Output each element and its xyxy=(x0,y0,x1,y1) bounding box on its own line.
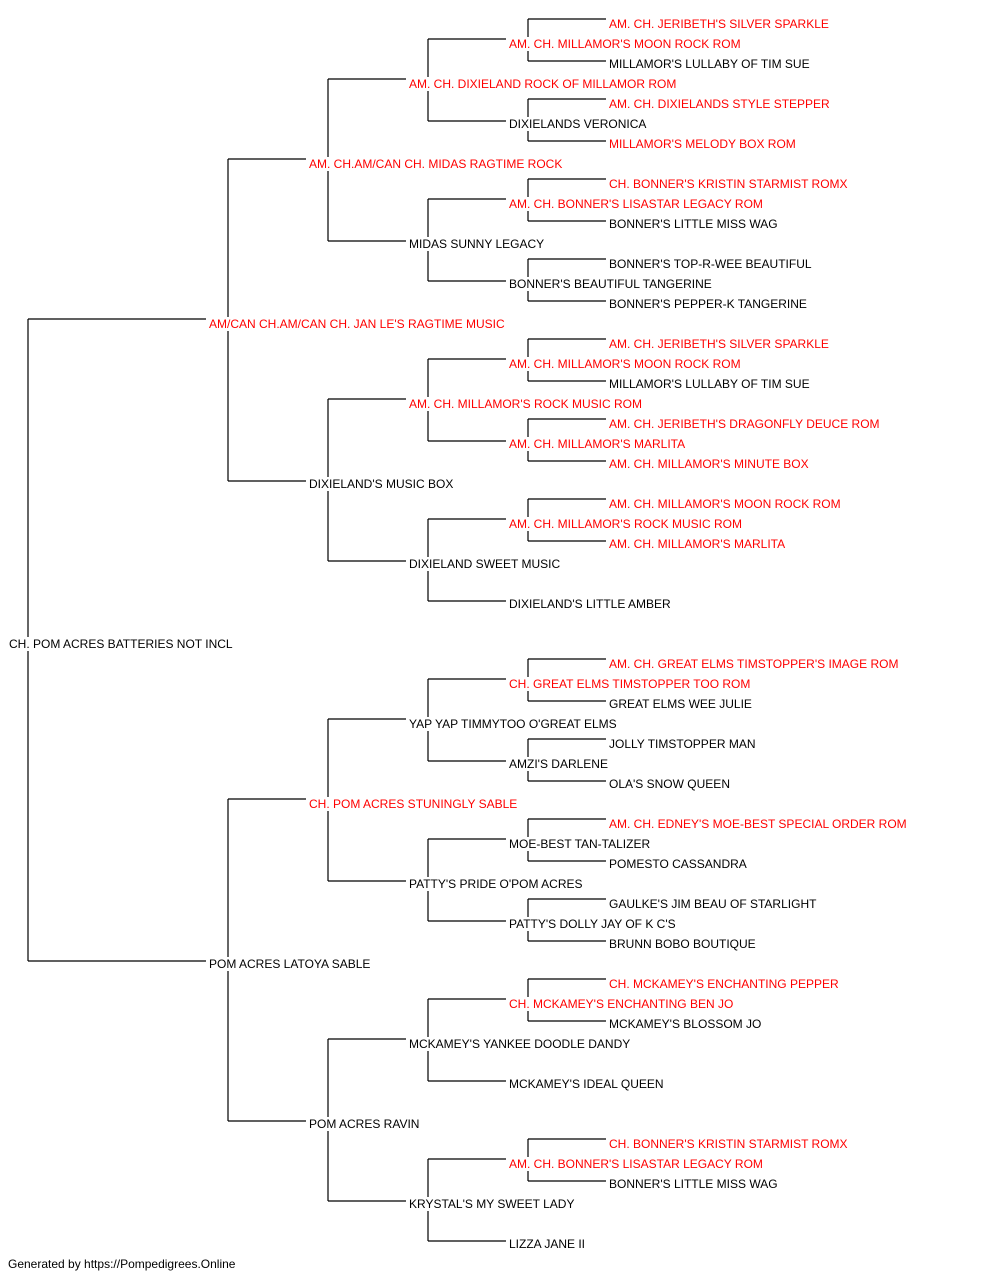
ancestor-gen6[interactable]: CH. BONNER'S KRISTIN STARMIST ROMX xyxy=(608,177,849,191)
grandparent[interactable]: AM. CH.AM/CAN CH. MIDAS RAGTIME ROCK xyxy=(308,157,564,171)
great-grandparent[interactable]: PATTY'S PRIDE O'POM ACRES xyxy=(408,877,584,891)
ancestor-gen6[interactable]: BONNER'S TOP-R-WEE BEAUTIFUL xyxy=(608,257,813,271)
ancestor-gen5[interactable]: CH. GREAT ELMS TIMSTOPPER TOO ROM xyxy=(508,677,752,691)
ancestor-gen6[interactable]: AM. CH. JERIBETH'S SILVER SPARKLE xyxy=(608,337,830,351)
grandparent[interactable]: DIXIELAND'S MUSIC BOX xyxy=(308,477,455,491)
ancestor-gen6[interactable]: MCKAMEY'S BLOSSOM JO xyxy=(608,1017,763,1031)
ancestor-gen5[interactable]: PATTY'S DOLLY JAY OF K C'S xyxy=(508,917,677,931)
ancestor-gen5[interactable]: DIXIELANDS VERONICA xyxy=(508,117,648,131)
great-grandparent[interactable]: AM. CH. MILLAMOR'S ROCK MUSIC ROM xyxy=(408,397,643,411)
ancestor-gen6[interactable]: AM. CH. JERIBETH'S DRAGONFLY DEUCE ROM xyxy=(608,417,881,431)
great-grandparent[interactable]: MCKAMEY'S YANKEE DOODLE DANDY xyxy=(408,1037,632,1051)
ancestor-gen6[interactable]: GREAT ELMS WEE JULIE xyxy=(608,697,753,711)
ancestor-gen6[interactable]: CH. BONNER'S KRISTIN STARMIST ROMX xyxy=(608,1137,849,1151)
ancestor-gen6[interactable]: MILLAMOR'S LULLABY OF TIM SUE xyxy=(608,57,811,71)
ancestor-gen5[interactable]: AM. CH. MILLAMOR'S MOON ROCK ROM xyxy=(508,357,742,371)
ancestor-gen6[interactable]: AM. CH. MILLAMOR'S MOON ROCK ROM xyxy=(608,497,842,511)
ancestor-gen5[interactable]: DIXIELAND'S LITTLE AMBER xyxy=(508,597,672,611)
great-grandparent[interactable]: YAP YAP TIMMYTOO O'GREAT ELMS xyxy=(408,717,618,731)
subject-dog[interactable]: CH. POM ACRES BATTERIES NOT INCL xyxy=(8,637,234,651)
ancestor-gen5[interactable]: CH. MCKAMEY'S ENCHANTING BEN JO xyxy=(508,997,735,1011)
ancestor-gen5[interactable]: AM. CH. BONNER'S LISASTAR LEGACY ROM xyxy=(508,197,764,211)
great-grandparent[interactable]: MIDAS SUNNY LEGACY xyxy=(408,237,546,251)
ancestor-gen5[interactable]: AM. CH. MILLAMOR'S MARLITA xyxy=(508,437,687,451)
ancestor-gen6[interactable]: AM. CH. MILLAMOR'S MINUTE BOX xyxy=(608,457,810,471)
ancestor-gen6[interactable]: BRUNN BOBO BOUTIQUE xyxy=(608,937,757,951)
ancestor-gen5[interactable]: AM. CH. BONNER'S LISASTAR LEGACY ROM xyxy=(508,1157,764,1171)
ancestor-gen6[interactable]: BONNER'S PEPPER-K TANGERINE xyxy=(608,297,808,311)
ancestor-gen5[interactable]: AM. CH. MILLAMOR'S ROCK MUSIC ROM xyxy=(508,517,743,531)
ancestor-gen6[interactable]: BONNER'S LITTLE MISS WAG xyxy=(608,1177,779,1191)
ancestor-gen5[interactable]: LIZZA JANE II xyxy=(508,1237,587,1251)
sire[interactable]: AM/CAN CH.AM/CAN CH. JAN LE'S RAGTIME MU… xyxy=(208,317,506,331)
grandparent[interactable]: CH. POM ACRES STUNINGLY SABLE xyxy=(308,797,519,811)
ancestor-gen6[interactable]: CH. MCKAMEY'S ENCHANTING PEPPER xyxy=(608,977,840,991)
dam[interactable]: POM ACRES LATOYA SABLE xyxy=(208,957,372,971)
ancestor-gen6[interactable]: GAULKE'S JIM BEAU OF STARLIGHT xyxy=(608,897,818,911)
ancestor-gen5[interactable]: AMZI'S DARLENE xyxy=(508,757,609,771)
ancestor-gen6[interactable]: AM. CH. EDNEY'S MOE-BEST SPECIAL ORDER R… xyxy=(608,817,908,831)
great-grandparent[interactable]: DIXIELAND SWEET MUSIC xyxy=(408,557,562,571)
ancestor-gen6[interactable]: BONNER'S LITTLE MISS WAG xyxy=(608,217,779,231)
ancestor-gen6[interactable]: AM. CH. MILLAMOR'S MARLITA xyxy=(608,537,787,551)
ancestor-gen5[interactable]: BONNER'S BEAUTIFUL TANGERINE xyxy=(508,277,713,291)
ancestor-gen6[interactable]: MILLAMOR'S MELODY BOX ROM xyxy=(608,137,797,151)
grandparent[interactable]: POM ACRES RAVIN xyxy=(308,1117,421,1131)
great-grandparent[interactable]: AM. CH. DIXIELAND ROCK OF MILLAMOR ROM xyxy=(408,77,678,91)
ancestor-gen6[interactable]: AM. CH. DIXIELANDS STYLE STEPPER xyxy=(608,97,831,111)
generated-by-footer: Generated by https://Pompedigrees.Online xyxy=(8,1257,236,1271)
ancestor-gen6[interactable]: MILLAMOR'S LULLABY OF TIM SUE xyxy=(608,377,811,391)
ancestor-gen5[interactable]: MCKAMEY'S IDEAL QUEEN xyxy=(508,1077,665,1091)
great-grandparent[interactable]: KRYSTAL'S MY SWEET LADY xyxy=(408,1197,576,1211)
ancestor-gen6[interactable]: AM. CH. JERIBETH'S SILVER SPARKLE xyxy=(608,17,830,31)
ancestor-gen6[interactable]: AM. CH. GREAT ELMS TIMSTOPPER'S IMAGE RO… xyxy=(608,657,900,671)
ancestor-gen6[interactable]: OLA'S SNOW QUEEN xyxy=(608,777,731,791)
ancestor-gen5[interactable]: AM. CH. MILLAMOR'S MOON ROCK ROM xyxy=(508,37,742,51)
ancestor-gen5[interactable]: MOE-BEST TAN-TALIZER xyxy=(508,837,652,851)
ancestor-gen6[interactable]: POMESTO CASSANDRA xyxy=(608,857,748,871)
ancestor-gen6[interactable]: JOLLY TIMSTOPPER MAN xyxy=(608,737,757,751)
